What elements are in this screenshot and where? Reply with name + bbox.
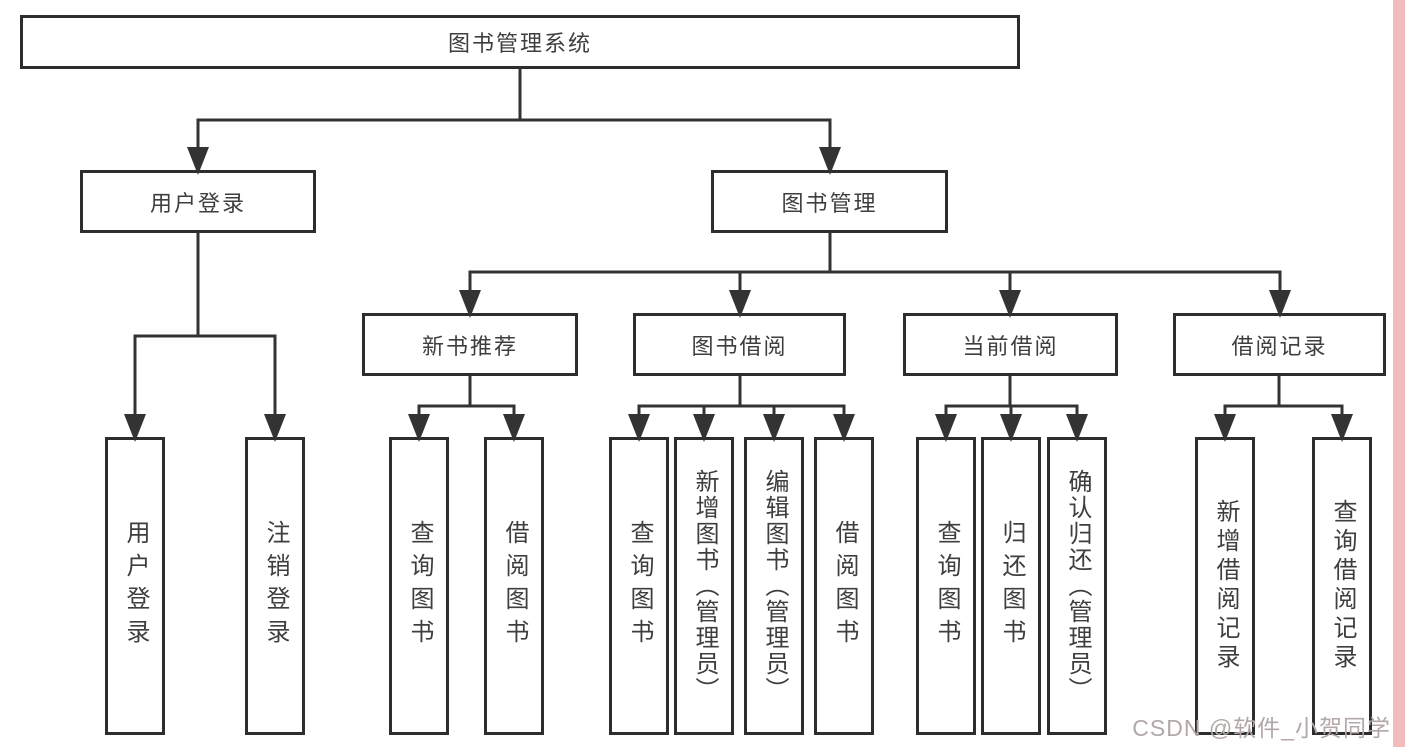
- node-current-borrow: 当前借阅: [903, 313, 1118, 376]
- leaf-label: 查询图书: [406, 520, 433, 652]
- node-book-borrow: 图书借阅: [633, 313, 846, 376]
- leaf-logout: 注销登录: [245, 437, 305, 735]
- leaf-confirm-return-admin: 确认归还（管理员）: [1047, 437, 1107, 735]
- node-new-book-recommend: 新书推荐: [362, 313, 578, 376]
- leaf-label: 注销登录: [262, 520, 289, 652]
- node-label: 当前借阅: [962, 333, 1059, 359]
- node-borrow-records: 借阅记录: [1173, 313, 1386, 376]
- leaf-query-books-borrow: 查询图书: [609, 437, 669, 735]
- leaf-label: 编辑图书（管理员）: [761, 469, 788, 703]
- leaf-label: 归还图书: [998, 520, 1025, 652]
- leaf-label: 确认归还（管理员）: [1064, 469, 1091, 703]
- leaf-label: 查询图书: [626, 520, 653, 652]
- leaf-query-books-current: 查询图书: [916, 437, 976, 735]
- leaf-label: 借阅图书: [831, 520, 858, 652]
- node-book-management-system: 图书管理系统: [20, 15, 1020, 69]
- node-book-management: 图书管理: [711, 170, 948, 233]
- leaf-user-login: 用户登录: [105, 437, 165, 735]
- node-user-login: 用户登录: [80, 170, 316, 233]
- node-label: 图书管理: [781, 190, 878, 216]
- leaf-edit-book-admin: 编辑图书（管理员）: [744, 437, 804, 735]
- leaf-query-books-recommend: 查询图书: [389, 437, 449, 735]
- leaf-query-borrow-record: 查询借阅记录: [1312, 437, 1372, 735]
- csdn-watermark: CSDN @软件_小贺同学: [1132, 715, 1391, 741]
- leaf-borrow-books-recommend: 借阅图书: [484, 437, 544, 735]
- node-label: 图书借阅: [691, 333, 788, 359]
- leaf-label: 用户登录: [122, 520, 149, 652]
- node-label: 借阅记录: [1231, 333, 1328, 359]
- node-label: 图书管理系统: [447, 31, 592, 56]
- leaf-label: 借阅图书: [501, 520, 528, 652]
- leaf-label: 新增图书（管理员）: [691, 469, 718, 703]
- leaf-add-book-admin: 新增图书（管理员）: [674, 437, 734, 735]
- leaf-add-borrow-record: 新增借阅记录: [1195, 437, 1255, 735]
- leaf-label: 查询借阅记录: [1329, 499, 1356, 673]
- node-label: 新书推荐: [421, 333, 518, 359]
- leaf-return-book: 归还图书: [981, 437, 1041, 735]
- leaf-label: 新增借阅记录: [1212, 499, 1239, 673]
- node-label: 用户登录: [149, 190, 246, 216]
- pink-edge-strip: [1393, 0, 1405, 747]
- leaf-label: 查询图书: [933, 520, 960, 652]
- leaf-borrow-books: 借阅图书: [814, 437, 874, 735]
